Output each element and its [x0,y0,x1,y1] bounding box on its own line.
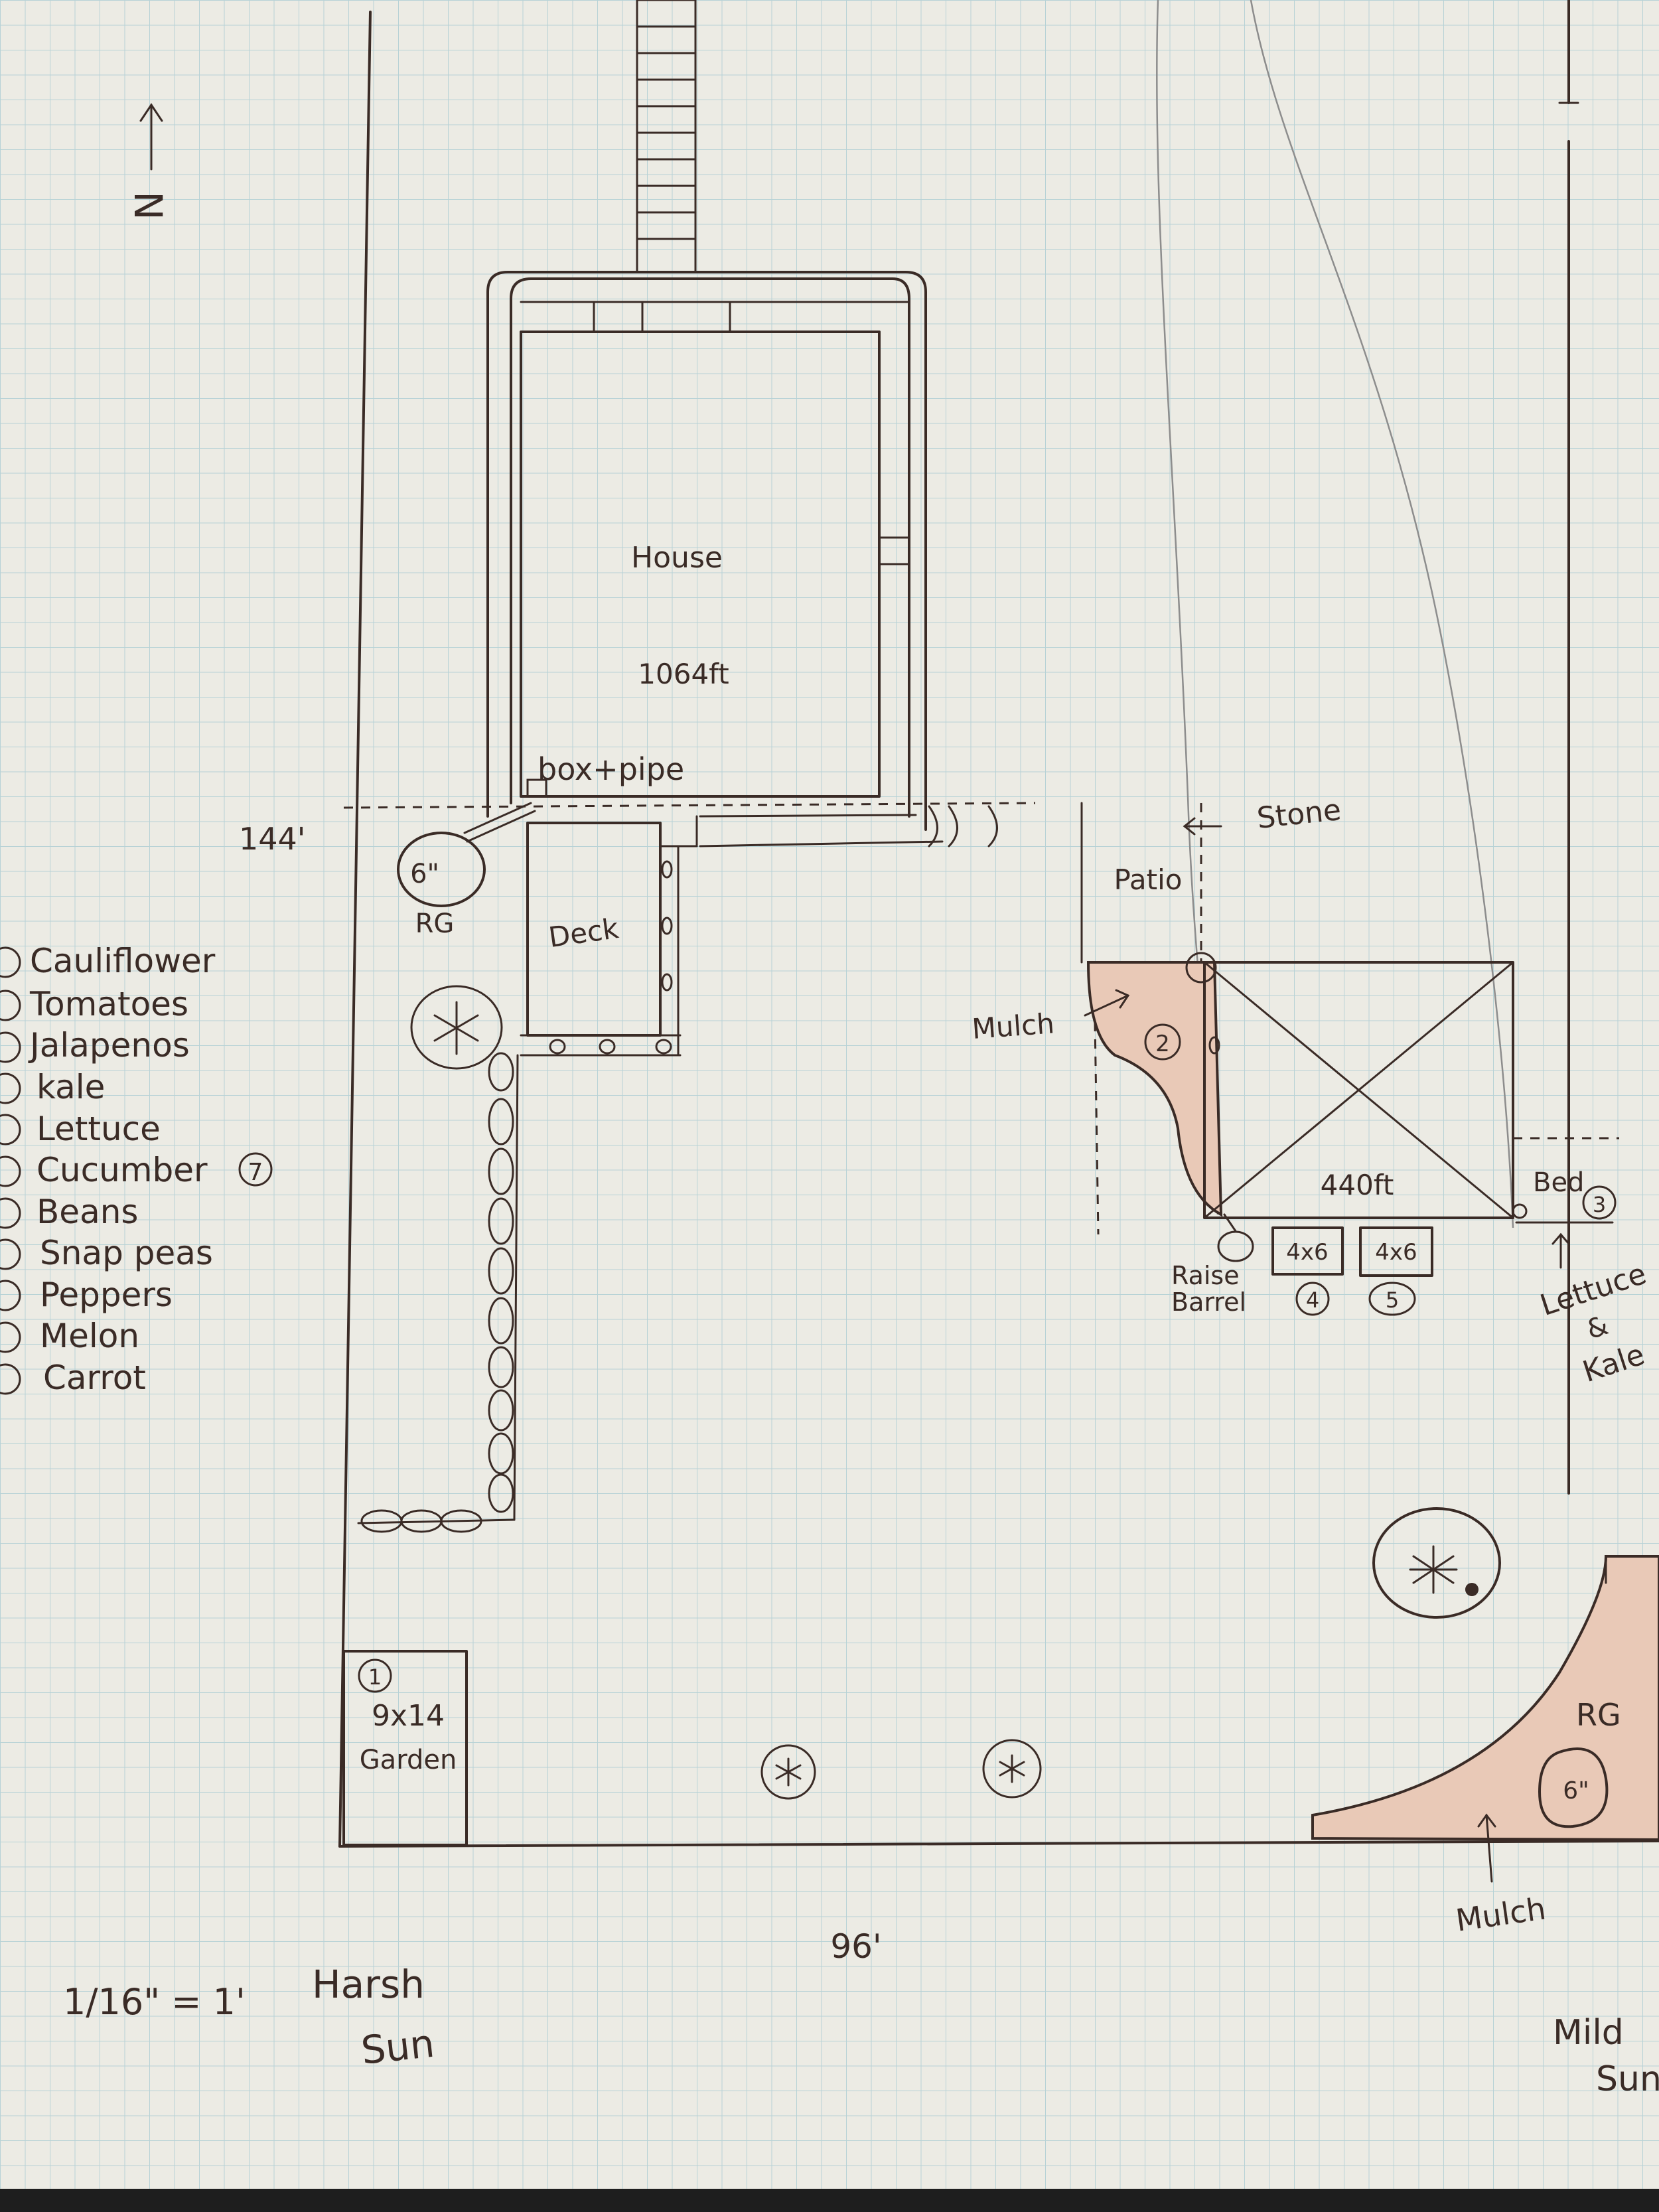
legend-item-2: Jalapenos [28,1026,190,1065]
legend-item-3: kale [36,1068,105,1106]
bed-marker: 3 [1593,1192,1606,1217]
legend-item-0: Cauliflower [30,942,216,980]
mulch-bottom-label: Mulch [1453,1890,1548,1938]
rain-garden-right-label: RG [1576,1697,1621,1733]
side-path [699,805,998,848]
deck-label: Deck [547,912,621,954]
legend-item-8: Peppers [40,1276,173,1314]
lettuce-kale-line-2: & [1583,1310,1612,1345]
legend-item-9: Melon [40,1317,139,1355]
legend-item-6: Beans [36,1193,138,1231]
lettuce-kale-note: Lettuce & Kale [1536,1257,1650,1390]
raised-bed-4-size: 4x6 [1286,1239,1328,1266]
harsh-sun-line-1: Harsh [312,1962,425,2007]
tree-right [1372,1507,1501,1619]
rain-garden-left-size: 6" [410,859,439,889]
mulch-label: Mulch [971,1007,1055,1045]
rain-garden-right-size: 6" [1563,1777,1589,1805]
tree-left [410,985,503,1070]
photo-bottom-edge [0,2189,1659,2212]
house-label: House [631,541,723,575]
box-pipe: box+pipe [463,751,684,843]
walkway [636,0,697,273]
rain-garden-left: 6" RG [397,832,486,939]
raised-bed-5-marker: 5 [1386,1288,1399,1313]
patio-marker: 2 [1155,1031,1170,1057]
rain-barrel: Raise Barrel [1171,1213,1254,1317]
mild-sun-line-1: Mild [1553,2013,1624,2053]
raised-bed-5: 4x6 5 [1359,1226,1433,1316]
box-pipe-label: box+pipe [538,751,684,787]
patio-area: 440ft [1321,1169,1394,1201]
legend-item-5: Cucumber [36,1151,208,1189]
legend-item-4: Lettuce [36,1110,161,1148]
house-area: 1064ft [638,658,729,690]
bed-right: Bed 3 [1513,1137,1619,1269]
plant-legend: Cauliflower Tomatoes Jalapenos kale Lett… [0,942,273,1397]
shrub-bottom-2 [982,1739,1042,1799]
back-deck: 440ft 2 [1144,952,1528,1219]
scale-label: 1/16" = 1' [63,1981,246,2023]
north-arrow: N [125,103,171,220]
bed-label: Bed [1533,1167,1584,1198]
raised-bed-4-marker: 4 [1306,1288,1319,1313]
pencil-line-right [1250,0,1514,1228]
legend-item-7: Snap peas [40,1234,213,1272]
raise-barrel-line-1: Raise [1171,1261,1240,1290]
stone-label: Stone [1256,793,1343,836]
raised-bed-4: 4x6 4 [1271,1226,1344,1316]
legend-item-5-mark: 7 [248,1159,263,1186]
raise-barrel-line-2: Barrel [1171,1288,1246,1317]
rain-garden-right: RG 6" [1538,1697,1621,1828]
mild-sun-line-2: Sun [1596,2059,1659,2099]
hedge-border [357,1052,519,1533]
property-boundary [338,0,1659,1848]
dimension-line-144 [343,802,1036,809]
mulch-bed-bottom-right [1311,1555,1659,1842]
legend-item-10: Carrot [43,1359,146,1397]
lettuce-kale-line-3: Kale [1579,1338,1648,1390]
garden-marker: 1 [368,1664,382,1690]
shrub-bottom-1 [760,1744,816,1800]
deck: Deck [520,815,698,1057]
mulch-arrow: Mulch [971,989,1130,1045]
house: House 1064ft [486,271,927,831]
north-label: N [125,191,171,220]
patio-label: Patio [1114,863,1182,896]
harsh-sun-line-2: Sun [359,2021,437,2073]
dimension-144: 144' [239,821,305,857]
raised-bed-5-size: 4x6 [1375,1239,1417,1266]
dimension-96: 96' [830,1927,881,1966]
legend-item-1: Tomatoes [29,985,188,1023]
garden-label: Garden [360,1745,457,1775]
mulch-bed-patio [1086,961,1223,1217]
patio: Patio Stone [1080,793,1343,964]
rain-garden-left-label: RG [415,909,455,939]
mulch-dashed-edge [1094,1021,1100,1235]
garden-plot: 1 9x14 Garden [342,1650,468,1846]
garden-size: 9x14 [372,1699,445,1733]
